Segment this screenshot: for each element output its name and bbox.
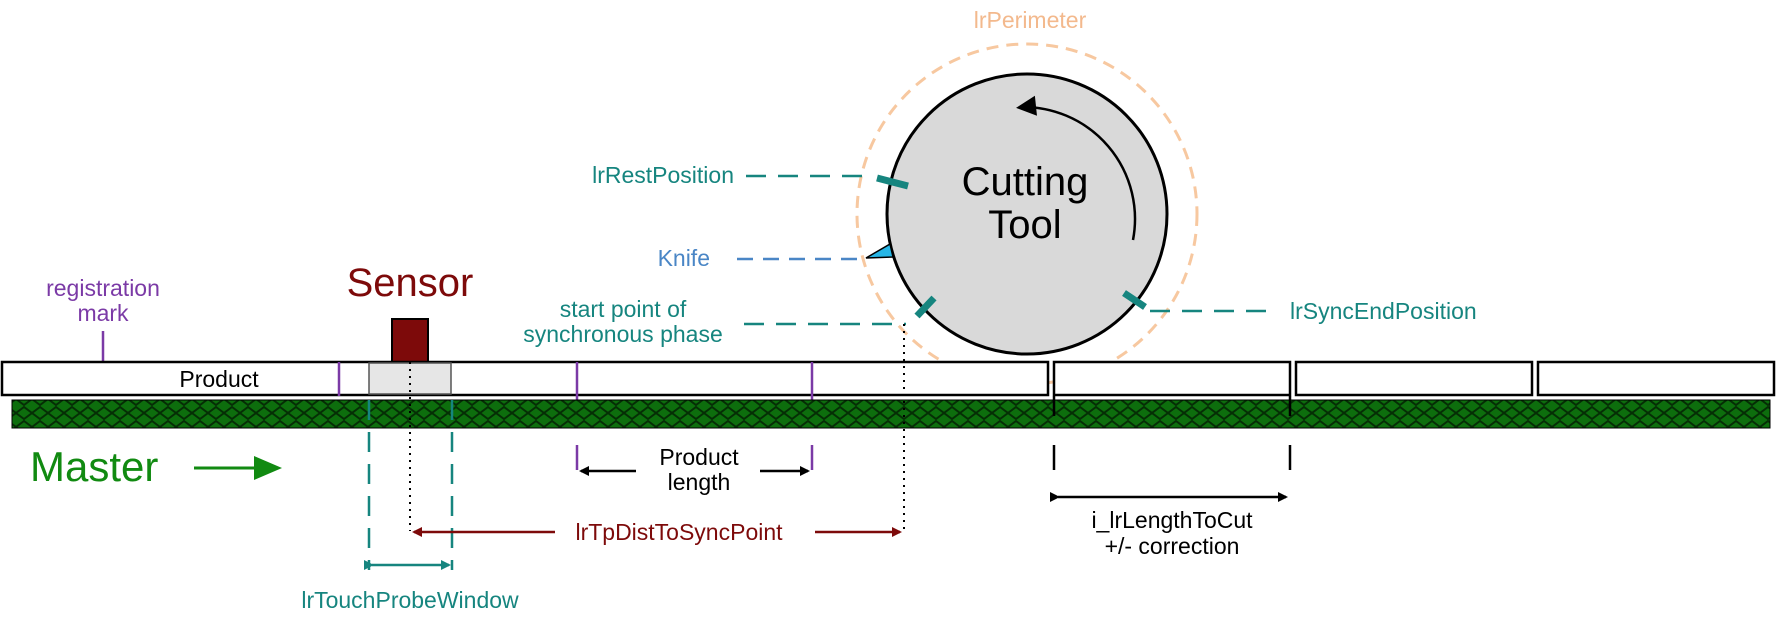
product-cut-3: [1536, 360, 1776, 397]
product-length-label-2: length: [668, 469, 731, 495]
rest-position-tick: [876, 174, 909, 190]
sync-end-tick: [1122, 290, 1147, 310]
touch-probe-window-label: lrTouchProbeWindow: [301, 587, 519, 613]
sync-start-tick: [914, 295, 937, 319]
rest-position-label: lrRestPosition: [592, 162, 734, 188]
sensor-body: [391, 318, 429, 363]
registration-mark-label-2: mark: [77, 300, 129, 326]
master-label: Master: [30, 443, 158, 490]
registration-mark-label: registration: [46, 275, 160, 301]
rotation-arrow-icon: [1016, 95, 1137, 241]
sensor-label: Sensor: [347, 261, 474, 305]
cutting-tool-label-2: Tool: [988, 203, 1061, 247]
sync-start-label: start point of: [560, 296, 687, 322]
product-label: Product: [179, 366, 259, 392]
sync-start-label-2: synchronous phase: [523, 321, 722, 347]
knife-label: Knife: [658, 245, 710, 271]
touch-probe-window-area: [368, 362, 452, 395]
cutting-tool-circle: [885, 72, 1169, 356]
length-to-cut-label: i_lrLengthToCut: [1091, 507, 1253, 533]
product-cut-1: [1052, 360, 1292, 397]
knife-icon: [865, 242, 894, 259]
product-length-label: Product: [659, 444, 739, 470]
product-cut-2: [1294, 360, 1534, 397]
tp-dist-label: lrTpDistToSyncPoint: [575, 519, 783, 545]
master-belt: [11, 399, 1771, 429]
perimeter-label: lrPerimeter: [974, 7, 1087, 33]
product-strip-long: [0, 360, 1050, 397]
arrow-right-icon: [194, 456, 282, 480]
sync-end-position-label: lrSyncEndPosition: [1290, 298, 1477, 324]
length-to-cut-label-2: +/- correction: [1105, 533, 1240, 559]
cutting-tool-label: Cutting: [962, 160, 1089, 204]
